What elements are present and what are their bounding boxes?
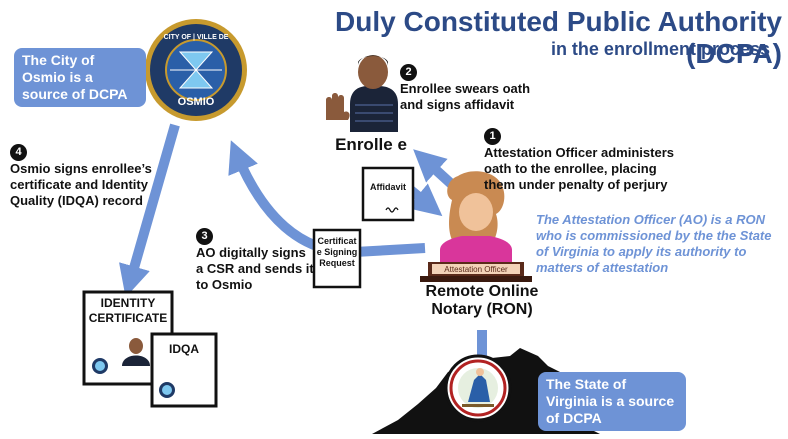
step-1-text: Attestation Officer administers oath to … [484,145,674,193]
csr-document [312,228,362,289]
step-1: 1 Attestation Officer administers oath t… [484,128,684,193]
step-3-number: 3 [196,228,213,246]
step-2: 2 Enrollee swears oath and signs affidav… [400,64,540,113]
step-4-number: 4 [10,144,27,162]
csr-label: Certificat e Signing Request [316,236,358,268]
ron-label: Remote Online Notary (RON) [425,283,539,318]
attestation-officer-figure [420,171,532,282]
idqa-document [150,332,218,408]
step-2-number: 2 [400,64,417,82]
step-3-text: AO digitally signs a CSR and sends it to… [196,245,314,293]
osmio-seal-top-text: CITY OF | VILLE DE [163,34,229,41]
osmio-callout: The City of Osmio is a source of DCPA [14,48,146,107]
desk-nameplate-label: Attestation Officer [444,265,508,274]
step-1-number: 1 [484,128,501,146]
arrow-osmio-to-certificate [119,123,180,298]
enrollee-label: Enrolle e [335,135,407,154]
identity-certificate-label: IDENTITY CERTIFICATE [88,296,168,325]
step-3: 3 AO digitally signs a CSR and sends it … [196,228,314,293]
page-title: Duly Constituted Public Authority (DCPA) [335,6,782,69]
affidavit-document [361,166,415,222]
virginia-callout: The State of Virginia is a source of DCP… [538,372,686,431]
affidavit-label: Affidavit [370,182,406,192]
step-4-text: Osmio signs enrollee’s certificate and I… [10,161,152,209]
idqa-label: IDQA [169,342,199,356]
step-2-text: Enrollee swears oath and signs affidavit [400,81,531,113]
virginia-seal [444,354,512,422]
ao-note: The Attestation Officer (AO) is a RON wh… [536,212,772,275]
osmio-seal [145,19,247,121]
enrollee-figure [326,55,398,132]
page-subtitle: in the enrollment process [550,39,770,59]
step-4: 4 Osmio signs enrollee’s certificate and… [10,144,175,209]
osmio-seal-bottom-text: OSMIO [177,96,215,108]
